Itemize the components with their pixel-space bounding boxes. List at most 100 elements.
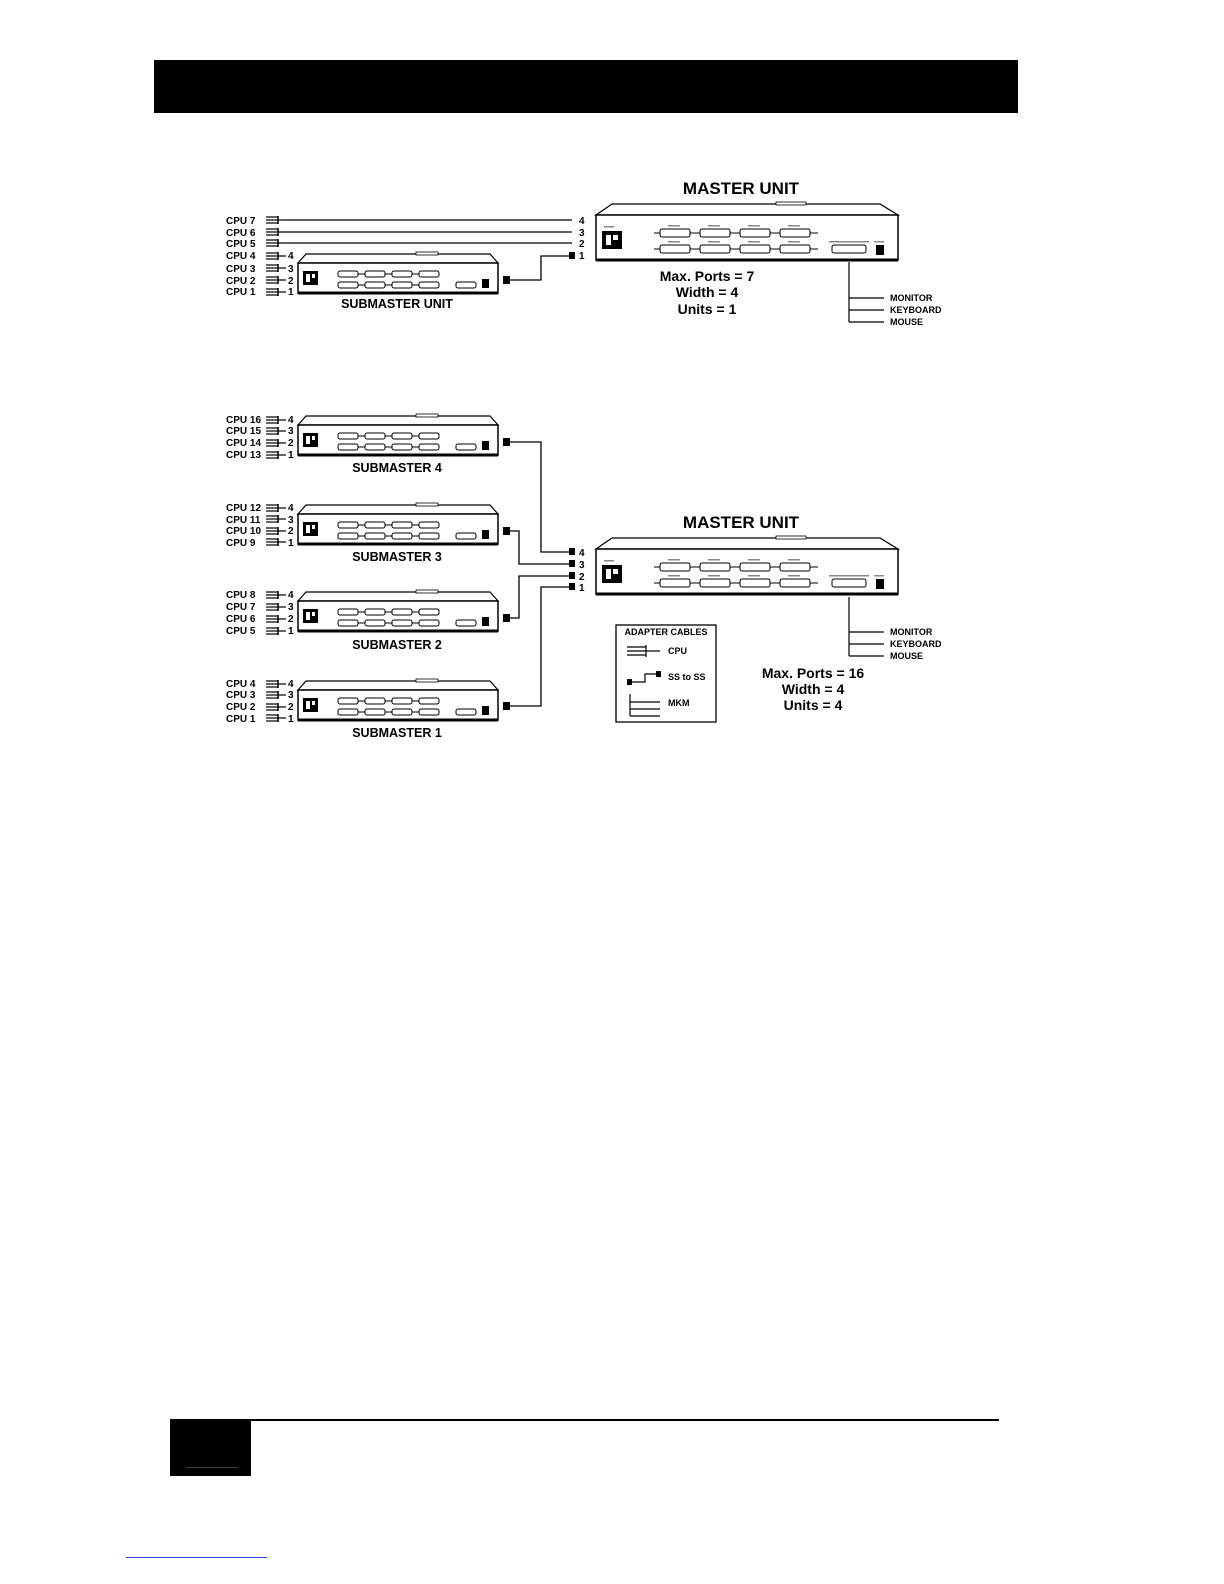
- sub-port-number: 3: [288, 690, 294, 701]
- cpu-label: CPU 15: [226, 426, 261, 437]
- sub-port-number: 1: [288, 538, 294, 549]
- cpu-label: CPU 1: [226, 287, 256, 298]
- sub-port-number: 3: [288, 264, 294, 275]
- legend-ss: SS to SS: [668, 672, 706, 682]
- master-port-number: 3: [579, 560, 585, 571]
- master-port-1-connector: [569, 252, 575, 259]
- cpu-label: CPU 5: [226, 626, 256, 637]
- cpu-label: CPU 1: [226, 714, 256, 725]
- cpu-label: CPU 3: [226, 690, 256, 701]
- master-unit-box: [594, 534, 900, 596]
- output-keyboard: KEYBOARD: [890, 639, 942, 649]
- bottom-link-underline[interactable]: [126, 1557, 267, 1558]
- footer-block-underline: [186, 1467, 238, 1468]
- cpu-label: CPU 5: [226, 239, 256, 250]
- cpu-label: CPU 6: [226, 614, 256, 625]
- sub-port-number: 3: [288, 602, 294, 613]
- master-port-number: 2: [579, 239, 585, 250]
- stat-width: Width = 4: [782, 681, 845, 697]
- master-unit-title: MASTER UNIT: [683, 179, 800, 198]
- sub-port-number: 2: [288, 614, 294, 625]
- diagram-2: CPU 16 CPU 15 CPU 14 CPU 13 4 3 2 1 SUBM…: [226, 412, 942, 740]
- cpu-label: CPU 13: [226, 450, 261, 461]
- sub-port-number: 1: [288, 626, 294, 637]
- ss-to-ss-cable: [510, 255, 569, 281]
- cpu-label: CPU 8: [226, 590, 256, 601]
- sub-port-number: 2: [288, 276, 294, 287]
- legend-title: ADAPTER CABLES: [624, 627, 707, 637]
- master-unit-box: [594, 200, 900, 262]
- ss-connector: [503, 276, 510, 284]
- cpu-cable-icon: [627, 645, 660, 657]
- submaster-4-box: [296, 412, 500, 457]
- submaster-1-title: SUBMASTER 1: [352, 726, 442, 740]
- cpu-label: CPU 2: [226, 276, 256, 287]
- ss-cable-icon: [627, 671, 661, 685]
- footer-rule: [170, 1419, 999, 1421]
- master-port-number: 4: [579, 216, 585, 227]
- cpu-label: CPU 4: [226, 679, 256, 690]
- footer-page-block: [170, 1421, 251, 1476]
- master-unit-title: MASTER UNIT: [683, 513, 800, 532]
- master-port-number: 2: [579, 572, 585, 583]
- sub-port-number: 3: [288, 426, 294, 437]
- output-mouse: MOUSE: [890, 317, 923, 327]
- submaster-unit-title: SUBMASTER UNIT: [341, 297, 453, 311]
- sub-port-number: 4: [288, 251, 294, 262]
- mkm-cable-2: [848, 597, 884, 657]
- stat-max-ports: Max. Ports = 7: [660, 268, 755, 284]
- cpu-label: CPU 3: [226, 264, 256, 275]
- cpu-label: CPU 4: [226, 251, 256, 262]
- stat-width: Width = 4: [676, 284, 739, 300]
- sub-port-number: 2: [288, 438, 294, 449]
- submaster-3-title: SUBMASTER 3: [352, 550, 442, 564]
- cpu-label: CPU 7: [226, 602, 256, 613]
- sub-port-number: 1: [288, 450, 294, 461]
- sub-port-number: 1: [288, 714, 294, 725]
- stat-units: Units = 4: [784, 697, 843, 713]
- legend-cpu: CPU: [668, 646, 687, 656]
- cpu-label: CPU 2: [226, 702, 256, 713]
- submaster-3-box: [296, 501, 500, 546]
- output-keyboard: KEYBOARD: [890, 305, 942, 315]
- cascade-diagram: MASTER UNIT CPU 7 CPU 6 CPU 5 CPU 4 CPU …: [226, 179, 942, 740]
- sub-port-number: 4: [288, 590, 294, 601]
- mkm-cable-icon: [629, 694, 660, 717]
- stat-units: Units = 1: [678, 301, 737, 317]
- cpu-label: CPU 16: [226, 415, 261, 426]
- submaster-unit-box: [296, 250, 500, 295]
- master-port-number: 1: [579, 251, 585, 262]
- submaster-1-box: [296, 677, 500, 722]
- mkm-cable-1: [848, 262, 884, 323]
- cpu-label: CPU 12: [226, 503, 261, 514]
- output-monitor: MONITOR: [890, 627, 933, 637]
- sub-port-number: 2: [288, 526, 294, 537]
- sub-port-number: 3: [288, 515, 294, 526]
- submaster-4-title: SUBMASTER 4: [352, 461, 442, 475]
- sub-port-number: 4: [288, 679, 294, 690]
- page-header-bar: [154, 60, 1018, 113]
- master-port-number: 3: [579, 228, 585, 239]
- submaster-2-box: [296, 588, 500, 633]
- ss-to-ss-cables: [510, 441, 569, 707]
- sub-port-number: 1: [288, 287, 294, 298]
- cpu-label: CPU 10: [226, 526, 261, 537]
- cpu-label: CPU 6: [226, 228, 256, 239]
- diagram-1: MASTER UNIT CPU 7 CPU 6 CPU 5 CPU 4 CPU …: [226, 179, 942, 327]
- sub-port-number: 4: [288, 415, 294, 426]
- cpu-label: CPU 11: [226, 515, 261, 526]
- submaster-2-title: SUBMASTER 2: [352, 638, 442, 652]
- cpu-label: CPU 7: [226, 216, 256, 227]
- cpu-label: CPU 9: [226, 538, 256, 549]
- stat-max-ports: Max. Ports = 16: [762, 665, 865, 681]
- output-mouse: MOUSE: [890, 651, 923, 661]
- sub-port-number: 4: [288, 503, 294, 514]
- cpu-label: CPU 14: [226, 438, 261, 449]
- master-port-number: 1: [579, 583, 585, 594]
- master-port-number: 4: [579, 548, 585, 559]
- cpu-labels-1: CPU 7 CPU 6 CPU 5 CPU 4 CPU 3 CPU 2 CPU …: [226, 216, 256, 298]
- sub-port-number: 2: [288, 702, 294, 713]
- adapter-cables-legend: ADAPTER CABLES CPU SS to SS MKM: [615, 624, 717, 723]
- legend-mkm: MKM: [668, 698, 690, 708]
- output-monitor: MONITOR: [890, 293, 933, 303]
